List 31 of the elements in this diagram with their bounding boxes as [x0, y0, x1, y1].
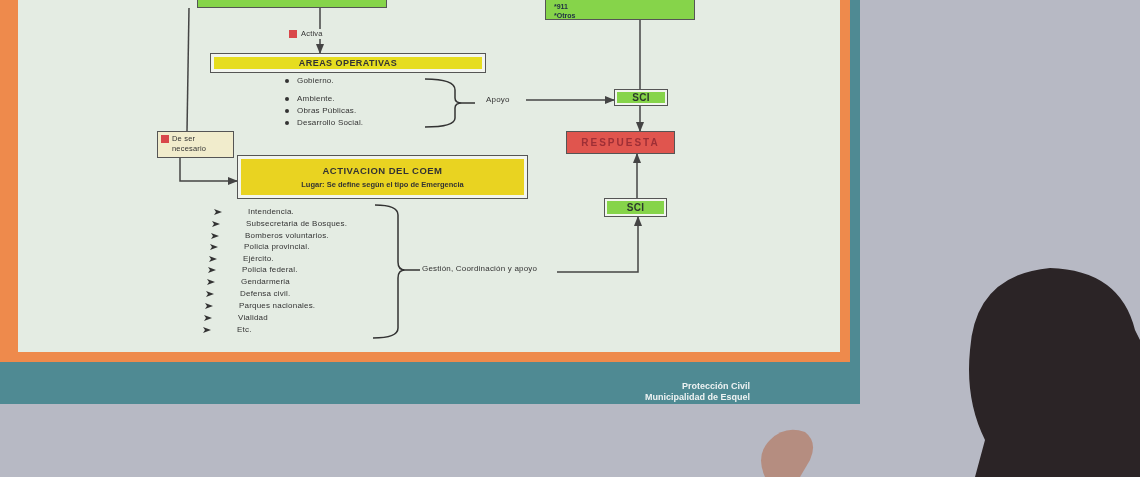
list-item: Policia provincial. — [244, 242, 310, 252]
box-title: ACTIVACION DEL COEM — [322, 165, 443, 176]
footer-text: Protección Civil — [681, 381, 750, 391]
connector-arrow — [525, 95, 616, 105]
flow-label: Apoyo — [486, 94, 526, 106]
list-item: Ambiente. — [297, 94, 335, 104]
list-item: Parques nacionales. — [239, 301, 316, 311]
footer-text: Municipalidad de Esquel — [644, 392, 750, 402]
list-item: Intendencia. — [248, 207, 294, 217]
connector-arrow — [179, 157, 239, 186]
heading-bar: AREAS OPERATIVAS — [214, 57, 482, 69]
list-item: Bomberos voluntarios. — [245, 231, 329, 241]
list-item: Gobierno. — [297, 76, 334, 86]
list-item: Obras Públicas. — [297, 106, 357, 116]
list-item: Policia federal. — [242, 265, 298, 275]
list-item: Defensa civil. — [240, 289, 291, 299]
flow-label: Gestión, Coordinación y apoyo — [422, 263, 557, 291]
process-box — [545, 0, 695, 20]
list-item: Desarrollo Social. — [297, 118, 364, 128]
list-item: Ejército. — [243, 254, 274, 264]
box-label: SCI — [617, 92, 665, 103]
list-item: Subsecretaria de Bosques. — [246, 219, 348, 229]
box-label: RESPUESTA — [567, 132, 674, 153]
list-item: Etc. — [237, 325, 252, 335]
connector-arrow — [635, 105, 645, 133]
list-item: Gendarmeria — [241, 277, 290, 287]
connector-arrow — [556, 215, 643, 273]
box-label: SCI — [607, 201, 664, 214]
note-box — [157, 131, 234, 158]
connector-arrow — [632, 152, 642, 199]
list-item: Vialidad — [238, 313, 268, 323]
